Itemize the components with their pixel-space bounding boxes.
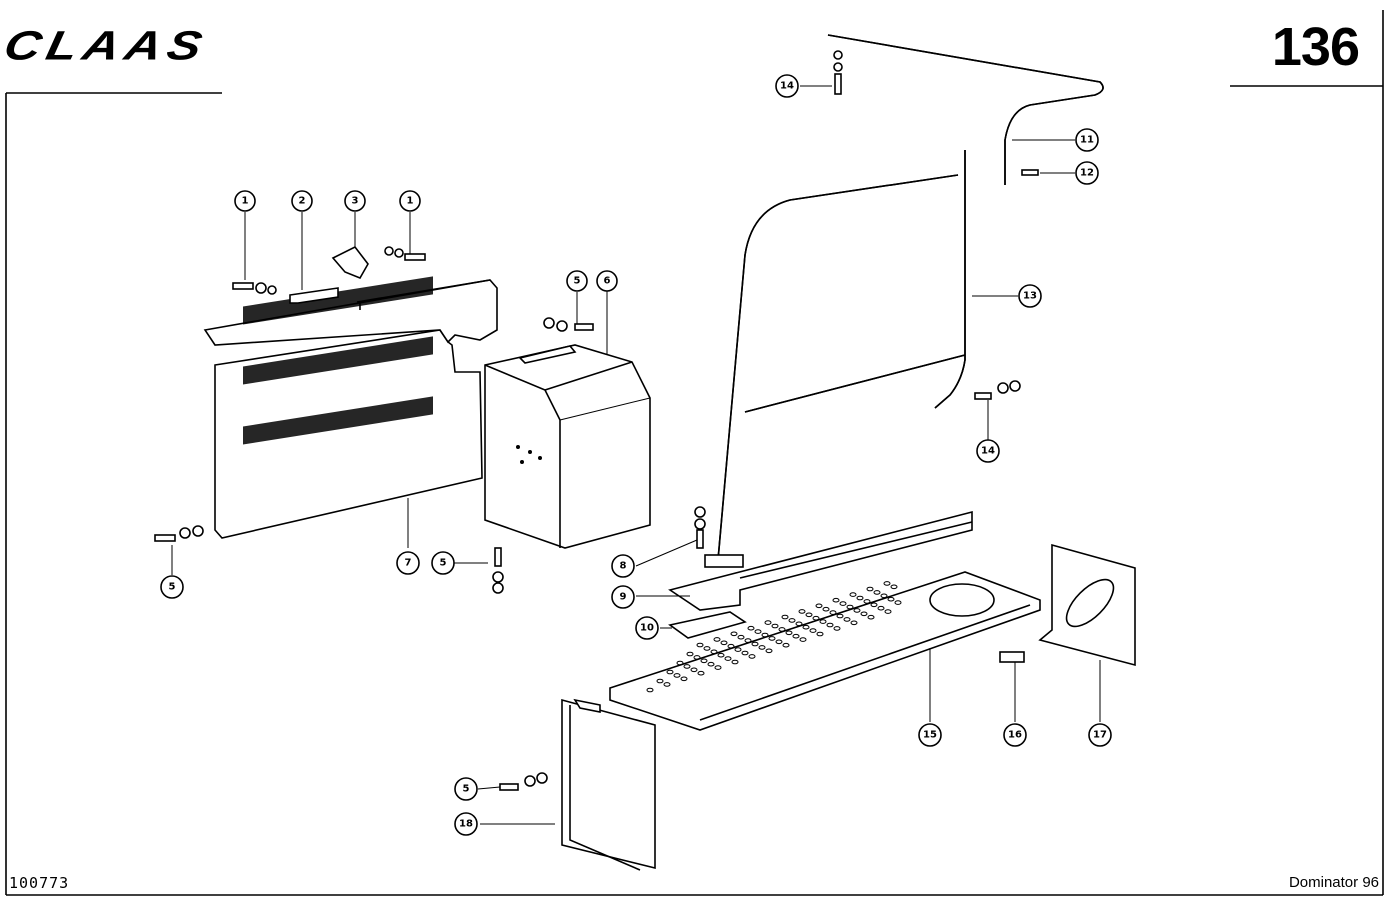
svg-text:17: 17 [1093, 730, 1107, 741]
document-number: 100773 [9, 874, 70, 892]
svg-text:2: 2 [299, 196, 306, 207]
svg-text:11: 11 [1080, 135, 1094, 146]
svg-text:14: 14 [780, 81, 794, 92]
part-9-rail-plate [636, 510, 973, 611]
part-18-lower-bracket [477, 698, 656, 871]
callout: 12 [1075, 161, 1099, 185]
svg-text:12: 12 [1080, 168, 1094, 179]
part-7-vent-panel [203, 276, 498, 548]
callout: 16 [1003, 723, 1027, 747]
vent-slots [243, 276, 433, 445]
callout: 3 [344, 190, 366, 212]
callout: 13 [1018, 284, 1042, 308]
callout: 1 [234, 190, 256, 212]
bolt-set-5 [154, 292, 594, 594]
svg-text:18: 18 [459, 819, 473, 830]
callouts: 1 2 3 1 5 6 14 11 12 13 14 7 5 5 8 9 10 … [160, 74, 1112, 836]
callout: 6 [596, 270, 618, 292]
callout: 1 [399, 190, 421, 212]
part-3-clip [331, 212, 369, 280]
part-13-handrail [704, 150, 1018, 568]
bolt-set-14 [974, 380, 1021, 440]
bolt-set-1 [232, 212, 426, 295]
callout: 15 [918, 723, 942, 747]
part-16-clip [999, 651, 1025, 722]
svg-text:1: 1 [242, 196, 249, 207]
callout: 8 [611, 554, 635, 578]
svg-text:8: 8 [620, 561, 627, 572]
callout: 14 [775, 74, 799, 98]
svg-text:10: 10 [640, 623, 654, 634]
callout: 5 [160, 575, 184, 599]
part-6-cover-box [484, 288, 651, 549]
part-8-bolt [635, 506, 706, 567]
callout: 18 [454, 812, 478, 836]
callout: 10 [635, 616, 659, 640]
svg-text:3: 3 [352, 196, 359, 207]
svg-text:9: 9 [620, 592, 627, 603]
callout: 5 [454, 777, 478, 801]
svg-text:7: 7 [405, 558, 412, 569]
svg-text:6: 6 [604, 276, 611, 287]
svg-text:1: 1 [407, 196, 414, 207]
svg-text:16: 16 [1008, 730, 1022, 741]
callout: 5 [431, 551, 455, 575]
part-11-top-rail [800, 34, 1104, 185]
machine-model: Dominator 96 [1288, 874, 1379, 891]
callout: 14 [976, 439, 1000, 463]
callout: 9 [611, 585, 635, 609]
svg-text:5: 5 [574, 276, 581, 287]
part-17-end-bracket [1038, 543, 1136, 722]
part-10-pad [660, 611, 747, 639]
svg-text:5: 5 [169, 582, 176, 593]
callout: 5 [566, 270, 588, 292]
perforation-holes [646, 581, 902, 693]
svg-text:5: 5 [440, 558, 447, 569]
part-2-bracket [289, 212, 339, 304]
page-border [5, 10, 1384, 896]
svg-text:5: 5 [463, 784, 470, 795]
part-15-step-plate [609, 571, 1041, 731]
callout: 11 [1075, 128, 1099, 152]
svg-text:15: 15 [923, 730, 937, 741]
callout: 17 [1088, 723, 1112, 747]
callout: 7 [396, 551, 420, 575]
svg-text:13: 13 [1023, 291, 1037, 302]
callout: 2 [291, 190, 313, 212]
svg-text:14: 14 [981, 446, 995, 457]
page-number: 136 [1271, 17, 1360, 77]
